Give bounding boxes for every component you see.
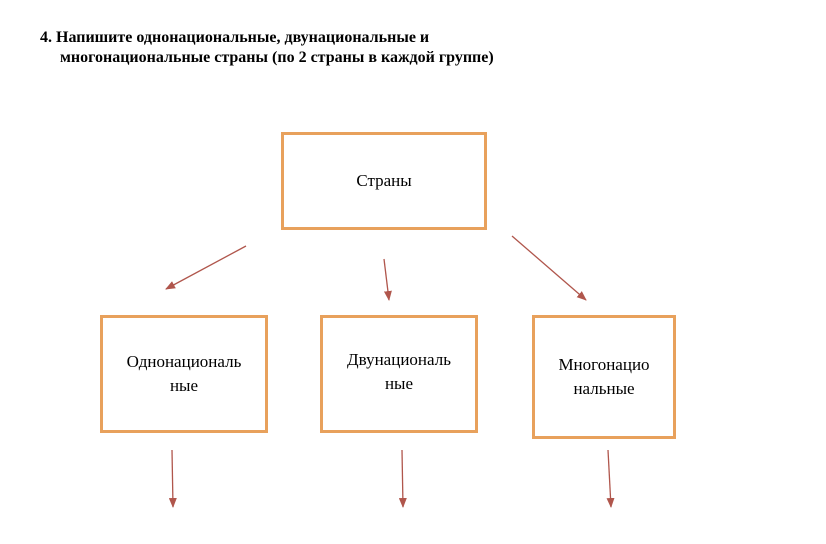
child-box-multinational: Многонацио нальные xyxy=(532,315,676,439)
task-heading: 4. Напишите однонациональные, двунациона… xyxy=(40,28,800,68)
child-box-label-line: ные xyxy=(169,376,199,395)
child-box-binational: Двунациональ ные xyxy=(320,315,478,433)
child-box-label: Многонацио нальные xyxy=(558,353,649,401)
root-box-label: Страны xyxy=(356,171,412,190)
child-box-label: Двунациональ ные xyxy=(347,348,451,396)
child-box-label-line: ные xyxy=(384,374,414,393)
child-box-label: Однонациональ ные xyxy=(127,350,242,398)
arrow-mid-down xyxy=(398,449,407,508)
child-box-mononational: Однонациональ ные xyxy=(100,315,268,433)
task-heading-line1: 4. Напишите однонациональные, двунациона… xyxy=(40,29,430,46)
arrow-right-down xyxy=(606,449,615,508)
arrow-root-to-left xyxy=(165,245,247,290)
arrow-left-down xyxy=(168,449,177,508)
task-heading-line2: многонациональные страны (по 2 страны в … xyxy=(60,49,494,66)
child-box-label-line: нальные xyxy=(573,379,635,398)
child-box-label-line: Однонациональ xyxy=(126,352,242,371)
arrow-root-to-mid xyxy=(383,258,392,301)
child-box-label-line: Двунациональ xyxy=(347,350,451,369)
arrow-root-to-right xyxy=(511,235,587,301)
child-box-label-line: Многонацио xyxy=(558,355,650,374)
root-box-countries: Страны xyxy=(281,132,487,230)
